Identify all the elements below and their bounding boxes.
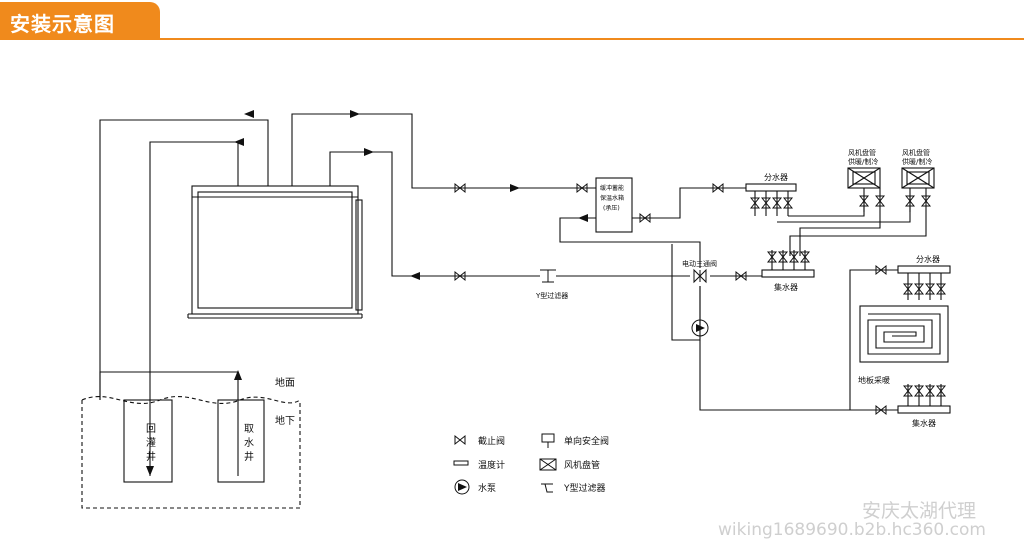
watermark-line-2: wiking1689690.b2b.hc360.com [718,520,986,540]
fan-coil-2-label-2: 供暖/制冷 [902,157,932,166]
distributor-top-bar [745,183,797,192]
return-well-label-2: 灌 [146,437,156,449]
header: 安装示意图 [0,0,1024,42]
legend-label-fan-coil: 风机盘管 [564,459,600,471]
legend-icons [453,433,557,495]
y-filter-label: Y型过滤器 [535,291,568,300]
heat-pump-unit [187,185,363,319]
legend-label-pump: 水泵 [478,482,496,494]
thermometer-icon [453,460,469,466]
watermark-line-1: 安庆太湖代理 [862,500,977,522]
fan-coil-1-label-2: 供暖/制冷 [848,157,878,166]
ground-boundary [81,400,301,509]
fan-coil-icon [539,458,557,471]
pump [691,319,709,337]
buffer-tank-label-1: 缓冲蓄能 [600,184,624,192]
intake-well-label-3: 井 [244,450,254,463]
title-tab: 安装示意图 [0,2,160,38]
y-filter-icon [541,483,553,493]
fan-coil-2-label-1: 风机盘管 [902,148,930,157]
floor-heating-label: 地板采暖 [858,375,890,385]
return-pipe-outer [99,119,269,400]
buffer-tank-label-3: (承压) [603,204,620,212]
collector-bottom-label: 集水器 [912,418,936,428]
supply-pipe [291,113,596,189]
return-well [123,399,173,483]
ground-surface-line [81,395,301,405]
legend-label-check-valve: 单向安全阀 [564,435,609,447]
header-divider [0,38,1024,40]
return-well-label-1: 回 [146,423,156,435]
pump-icon [454,479,470,495]
buffer-tank-label-2: 保温水箱 [600,194,624,202]
fan-coil-1-label-1: 风机盘管 [848,148,876,157]
intake-well [217,399,265,483]
check-valve-icon [541,433,555,448]
floor-heating-coil [859,305,949,363]
underground-label: 地下 [275,414,295,427]
buffer-tank [595,177,633,233]
ground-surface-label: 地面 [275,376,295,389]
return-well-label-3: 井 [146,450,156,463]
legend-label-y-filter: Y型过滤器 [563,482,606,494]
collector-mid-label: 集水器 [774,282,798,292]
collector-bottom-bar [897,405,951,414]
legend-label-thermometer: 温度计 [478,459,505,471]
distributor-right-bar [897,265,951,274]
stop-valve-icon [454,434,466,446]
fan-coil-2 [901,167,935,189]
legend-label-stop-valve: 截止阀 [478,435,505,447]
distributor-top-label: 分水器 [764,172,788,182]
three-way-valve-label: 电动三通阀 [682,259,717,268]
intake-well-label-2: 水 [244,437,254,449]
page-title: 安装示意图 [10,12,115,36]
return-well-pipe [149,141,239,476]
distributor-right-label: 分水器 [916,254,940,264]
collector-mid-bar [761,269,815,278]
return-pipe [329,151,540,277]
intake-well-label-1: 取 [244,423,254,435]
